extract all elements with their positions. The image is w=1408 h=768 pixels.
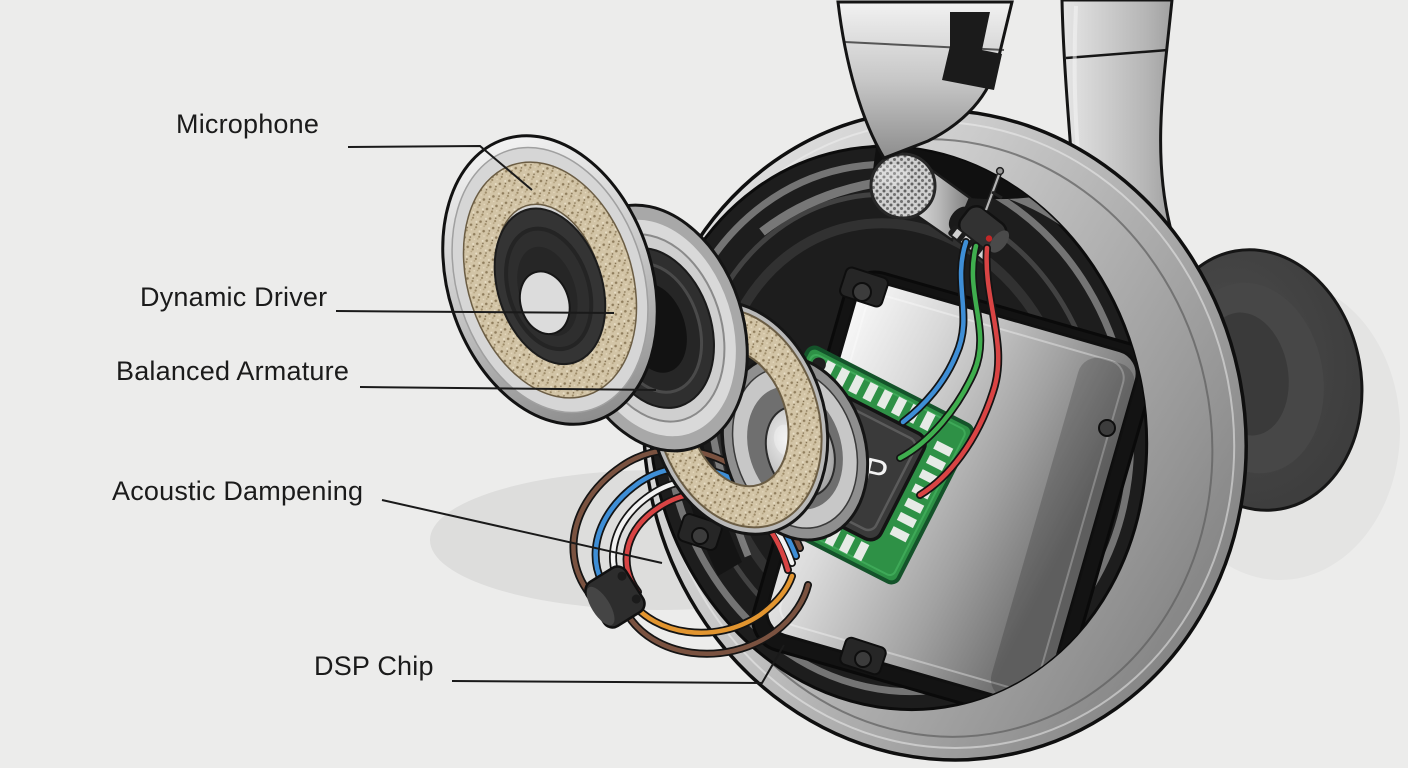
mic-signal-wires	[896, 238, 1003, 499]
mic-pin	[983, 166, 1005, 211]
leader-balanced-armature	[359, 386, 657, 391]
orange-wire	[627, 573, 795, 635]
leader-acoustic-dampening	[381, 499, 663, 564]
leader-dsp-chip	[451, 644, 785, 685]
label-balanced-armature: Balanced Armature	[116, 356, 350, 386]
driver-stack	[441, 134, 870, 542]
component-front-driver	[441, 134, 659, 426]
screw-bosses	[677, 266, 1116, 676]
microphone-capsule	[869, 152, 1010, 263]
driver-vent-hole	[518, 270, 571, 336]
leader-dynamic-driver	[335, 310, 615, 314]
yoke-slot	[942, 12, 1002, 90]
label-dynamic-driver: Dynamic Driver	[140, 282, 328, 312]
mic-wire-blue	[900, 239, 969, 425]
armature-connector	[584, 565, 646, 629]
mic-wire-red	[917, 245, 1001, 498]
brown-wire-2	[623, 582, 811, 656]
label-microphone: Microphone	[176, 109, 320, 139]
headband-yoke	[836, 0, 1014, 160]
leader-lines	[335, 144, 785, 685]
leader-microphone	[347, 144, 533, 191]
mic-mesh-head	[869, 152, 937, 220]
mic-wire-green	[897, 243, 983, 461]
label-dsp-chip: DSP Chip	[314, 651, 434, 681]
label-acoustic-dampening: Acoustic Dampening	[112, 476, 364, 506]
